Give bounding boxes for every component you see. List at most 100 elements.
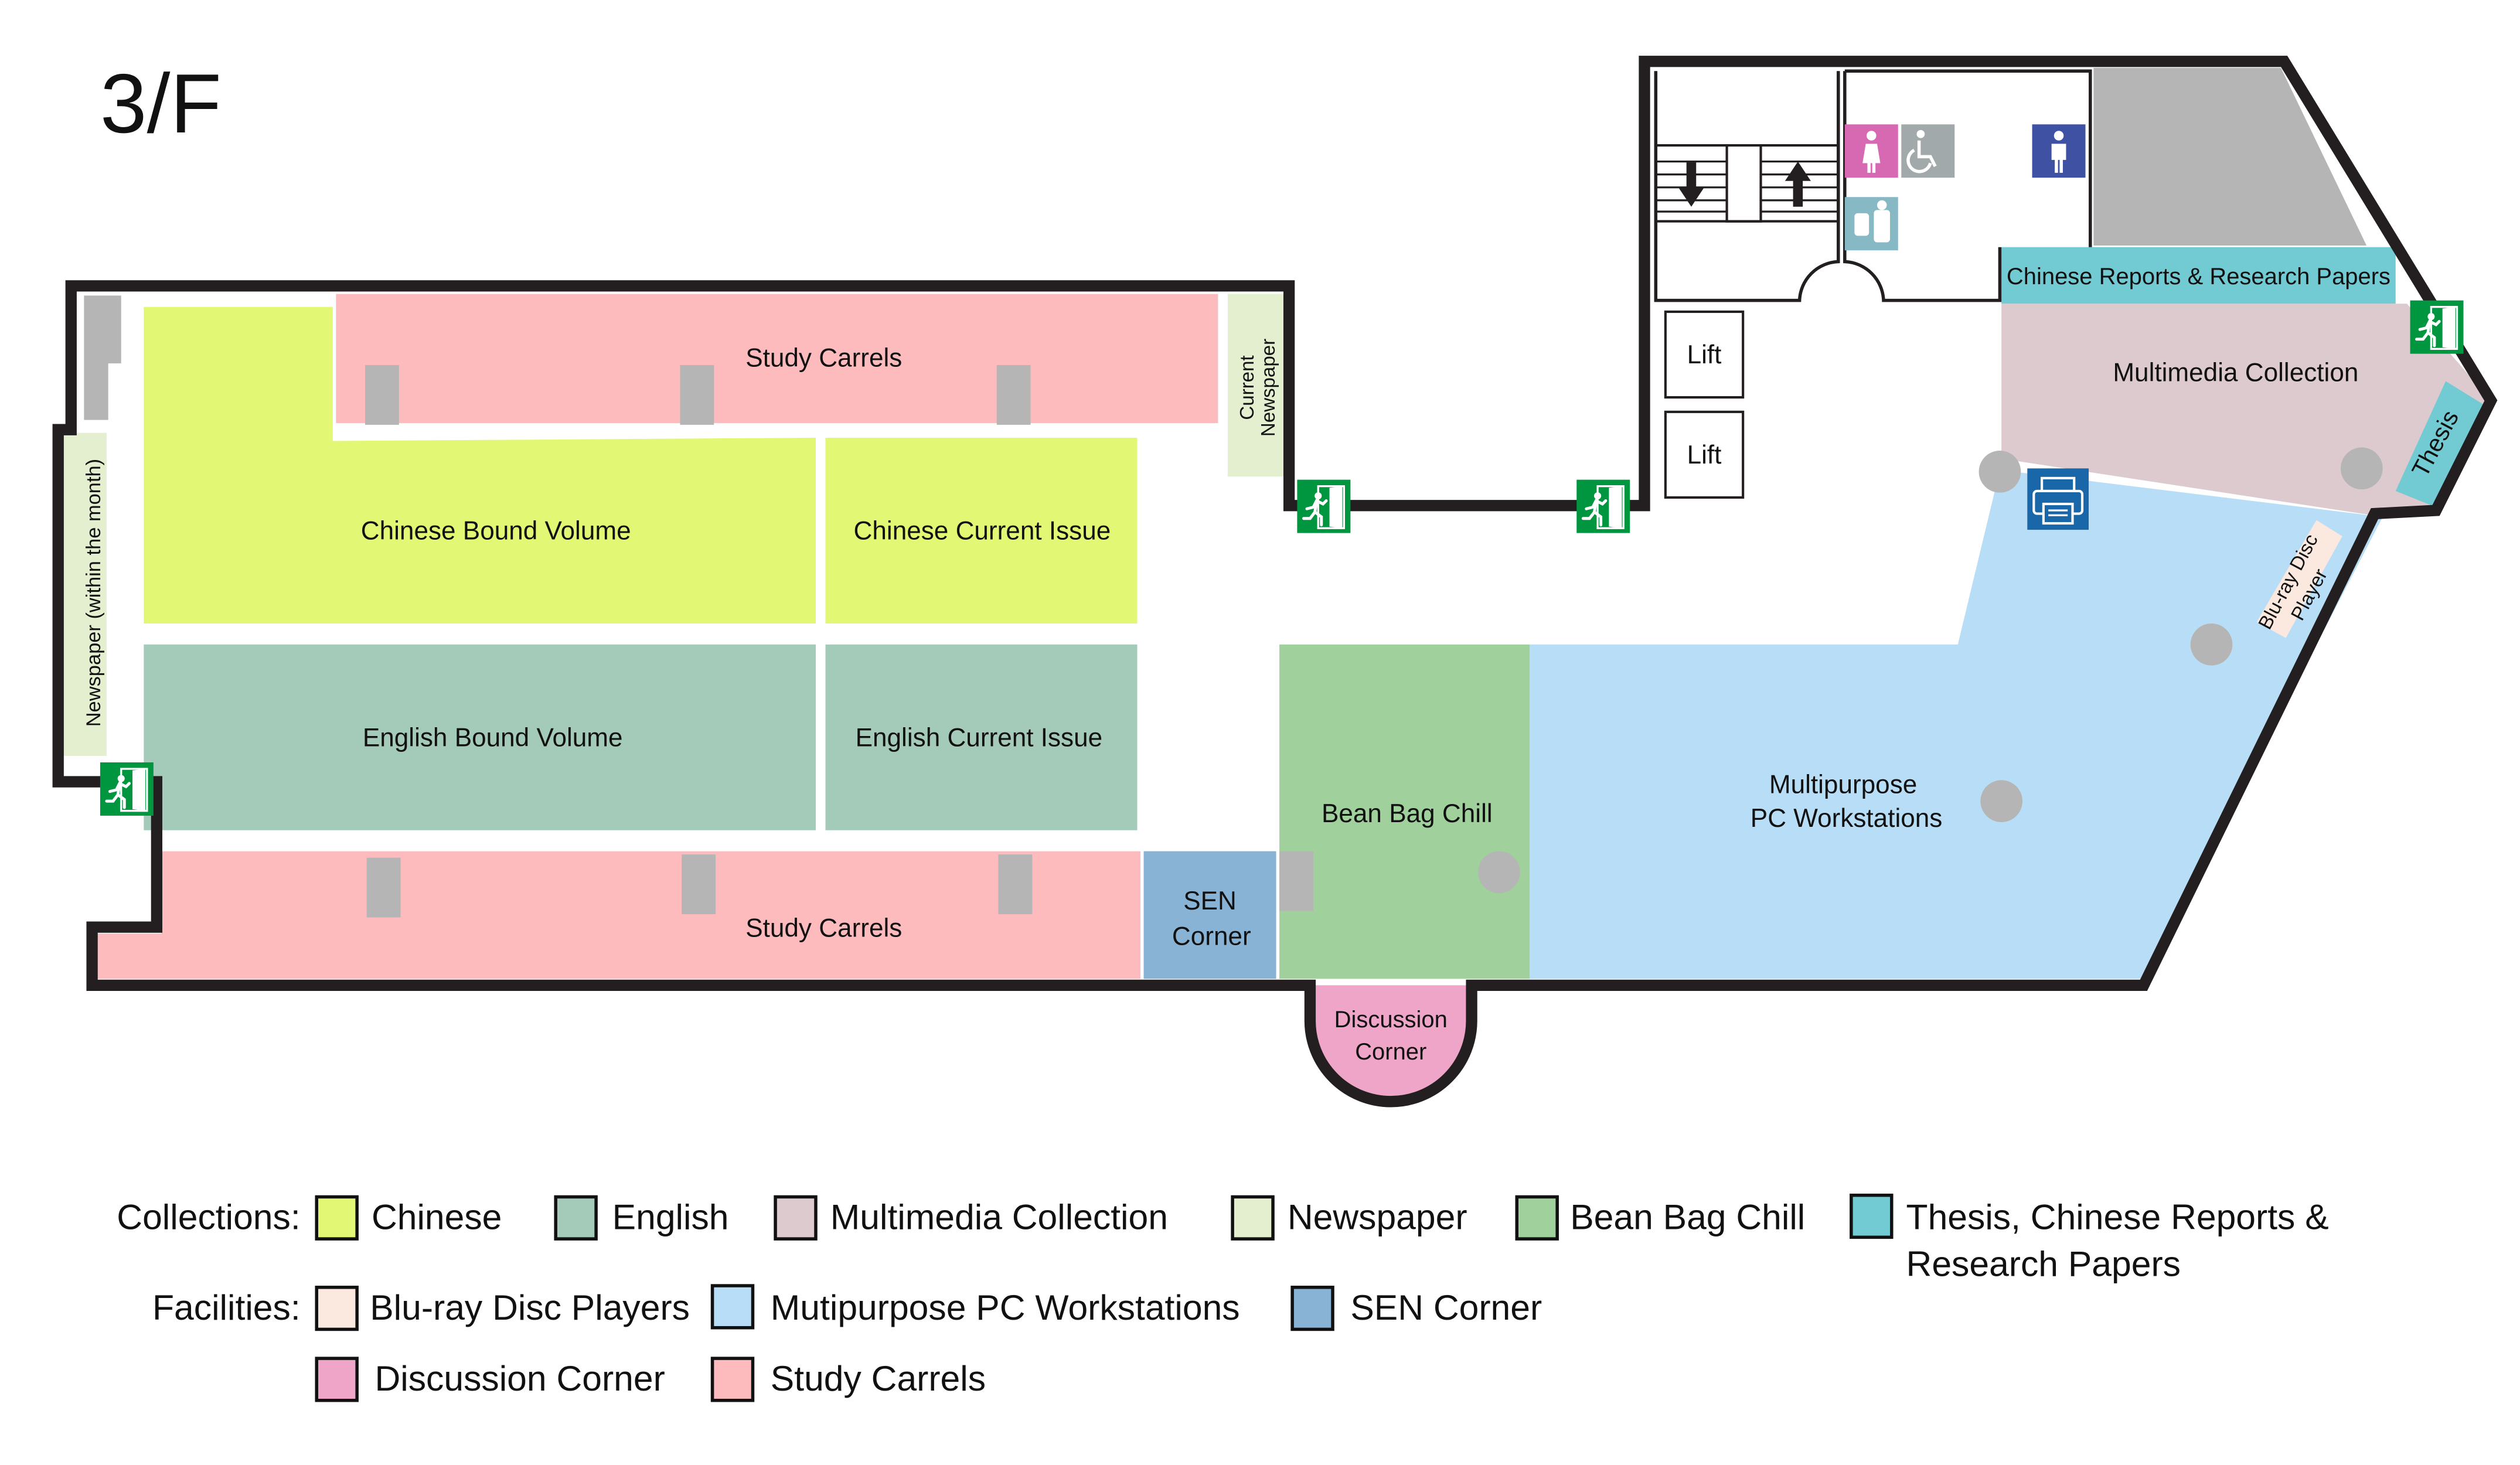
zone-english-current-issue[interactable] — [825, 644, 1138, 830]
lift-2-label: Lift — [1687, 441, 1722, 469]
legend-swatch — [315, 1357, 359, 1402]
zone-bean-bag-chill[interactable] — [1279, 644, 1530, 979]
toilet-core-wall — [1843, 69, 2092, 302]
female-toilet-icon[interactable] — [1844, 124, 1898, 178]
pillar — [2190, 623, 2233, 666]
legend-swatch — [1231, 1195, 1275, 1241]
zone-chinese-reports[interactable] — [2001, 247, 2396, 304]
legend-item-chinese: Chinese — [315, 1195, 502, 1241]
legend-collections-label: Collections: — [117, 1197, 300, 1237]
carrel-divider — [998, 854, 1033, 915]
building-outer-wall — [52, 56, 2498, 1108]
legend-label: SEN Corner — [1350, 1287, 1542, 1327]
label-sen-corner-line1: SEN — [1183, 887, 1237, 915]
pillar — [1978, 451, 2021, 493]
pillar — [1478, 851, 1520, 894]
legend-label: Blu-ray Disc Players — [370, 1287, 690, 1327]
label-newspaper-month: Newspaper (within the month) — [83, 459, 105, 727]
emergency-exit-icon[interactable] — [1576, 479, 1630, 533]
zone-thesis[interactable] — [2395, 381, 2488, 507]
legend-item-pc-workstations: Mutipurpose PC Workstations — [710, 1284, 1240, 1330]
legend-item-newspaper: Newspaper — [1231, 1195, 1467, 1241]
legend-label: Mutipurpose PC Workstations — [771, 1287, 1240, 1327]
label-pc-workstations-line2: PC Workstations — [1751, 804, 1943, 833]
label-chinese-current-issue: Chinese Current Issue — [854, 517, 1111, 546]
legend-item-multimedia: Multimedia Collection — [774, 1195, 1168, 1241]
zone-bluray-player[interactable] — [2256, 520, 2342, 638]
label-current-newspaper-line1: Current — [1237, 355, 1258, 420]
staircase — [1654, 144, 1840, 223]
carrel-divider — [366, 857, 401, 918]
label-study-carrels-top: Study Carrels — [745, 344, 902, 373]
label-study-carrels-bottom: Study Carrels — [745, 914, 902, 943]
legend-item-thesis: Thesis, Chinese Reports & Research Paper… — [1850, 1193, 2329, 1284]
label-pc-workstations-line1: Multipurpose — [1769, 770, 1917, 799]
label-current-newspaper-line2: Newspaper — [1258, 339, 1279, 437]
pillar — [1279, 851, 1313, 911]
zone-study-carrels-bottom[interactable] — [97, 851, 1141, 979]
label-chinese-reports: Chinese Reports & Research Papers — [2007, 264, 2390, 289]
legend: Collections: Facilities: Chinese English… — [117, 1193, 2329, 1402]
label-discussion-corner-line2: Corner — [1355, 1039, 1426, 1065]
lift-1-label: Lift — [1687, 340, 1722, 369]
legend-label: Newspaper — [1288, 1197, 1467, 1237]
emergency-exit-icon[interactable] — [1297, 479, 1351, 533]
legend-item-bean-bag: Bean Bag Chill — [1515, 1195, 1805, 1241]
storage-area — [2093, 67, 2367, 246]
legend-item-discussion-corner: Discussion Corner — [315, 1357, 665, 1402]
legend-label: Study Carrels — [771, 1358, 986, 1398]
emergency-exit-icon[interactable] — [2410, 300, 2464, 354]
pillar — [1980, 780, 2023, 822]
legend-swatch — [554, 1195, 598, 1241]
stairs-up-arrow-icon — [1785, 161, 1811, 207]
stairs-down-arrow-icon — [1678, 161, 1705, 207]
label-english-current-issue: English Current Issue — [856, 723, 1103, 752]
label-chinese-bound-volume: Chinese Bound Volume — [361, 517, 631, 546]
male-toilet-icon[interactable] — [2032, 124, 2086, 178]
legend-swatch — [1515, 1195, 1559, 1241]
pillar — [2341, 447, 2383, 490]
legend-item-sen-corner: SEN Corner — [1290, 1286, 1542, 1331]
zone-english-bound-volume[interactable] — [144, 644, 816, 830]
zone-discussion-corner[interactable] — [1315, 985, 1467, 1097]
legend-swatch — [710, 1357, 755, 1402]
legend-label: Discussion Corner — [374, 1358, 665, 1398]
legend-swatch — [710, 1284, 755, 1330]
zone-chinese-current-issue[interactable] — [825, 437, 1138, 624]
label-sen-corner-line2: Corner — [1172, 922, 1251, 950]
zone-newspaper-month[interactable] — [63, 432, 107, 756]
zone-sen-corner[interactable] — [1143, 851, 1276, 979]
legend-label: Multimedia Collection — [830, 1197, 1168, 1237]
zone-chinese-bound-volume[interactable] — [144, 306, 816, 624]
zone-study-carrels-top[interactable] — [336, 294, 1218, 424]
legend-item-study-carrels: Study Carrels — [710, 1357, 986, 1402]
printer-icon[interactable] — [2027, 468, 2089, 530]
zone-current-newspaper[interactable] — [1227, 294, 1285, 477]
zone-pc-workstations[interactable] — [1530, 470, 2383, 979]
label-multimedia-collection: Multimedia Collection — [2113, 358, 2358, 387]
legend-swatch — [315, 1195, 359, 1241]
legend-swatch — [1850, 1193, 1894, 1239]
stair-core-wall — [1654, 71, 1840, 302]
legend-swatch — [1290, 1286, 1334, 1331]
legend-item-english: English — [554, 1195, 729, 1241]
carrel-divider — [680, 364, 714, 425]
legend-facilities-label: Facilities: — [152, 1287, 301, 1327]
lift-1[interactable]: Lift — [1664, 310, 1745, 399]
legend-label-line2: Research Papers — [1906, 1244, 2181, 1284]
accessible-toilet-icon[interactable] — [1901, 124, 1955, 178]
nursing-room-icon[interactable] — [1844, 197, 1898, 251]
pillar — [84, 295, 121, 420]
legend-label: English — [612, 1197, 729, 1237]
legend-label: Chinese — [372, 1197, 502, 1237]
label-english-bound-volume: English Bound Volume — [363, 723, 623, 752]
legend-label: Bean Bag Chill — [1570, 1197, 1805, 1237]
lift-2[interactable]: Lift — [1664, 410, 1745, 499]
emergency-exit-icon[interactable] — [100, 762, 154, 816]
label-bean-bag-chill: Bean Bag Chill — [1322, 799, 1493, 828]
legend-swatch — [774, 1195, 818, 1241]
label-discussion-corner-line1: Discussion — [1334, 1007, 1448, 1033]
carrel-divider — [365, 364, 399, 425]
floor-title: 3/F — [100, 57, 222, 151]
